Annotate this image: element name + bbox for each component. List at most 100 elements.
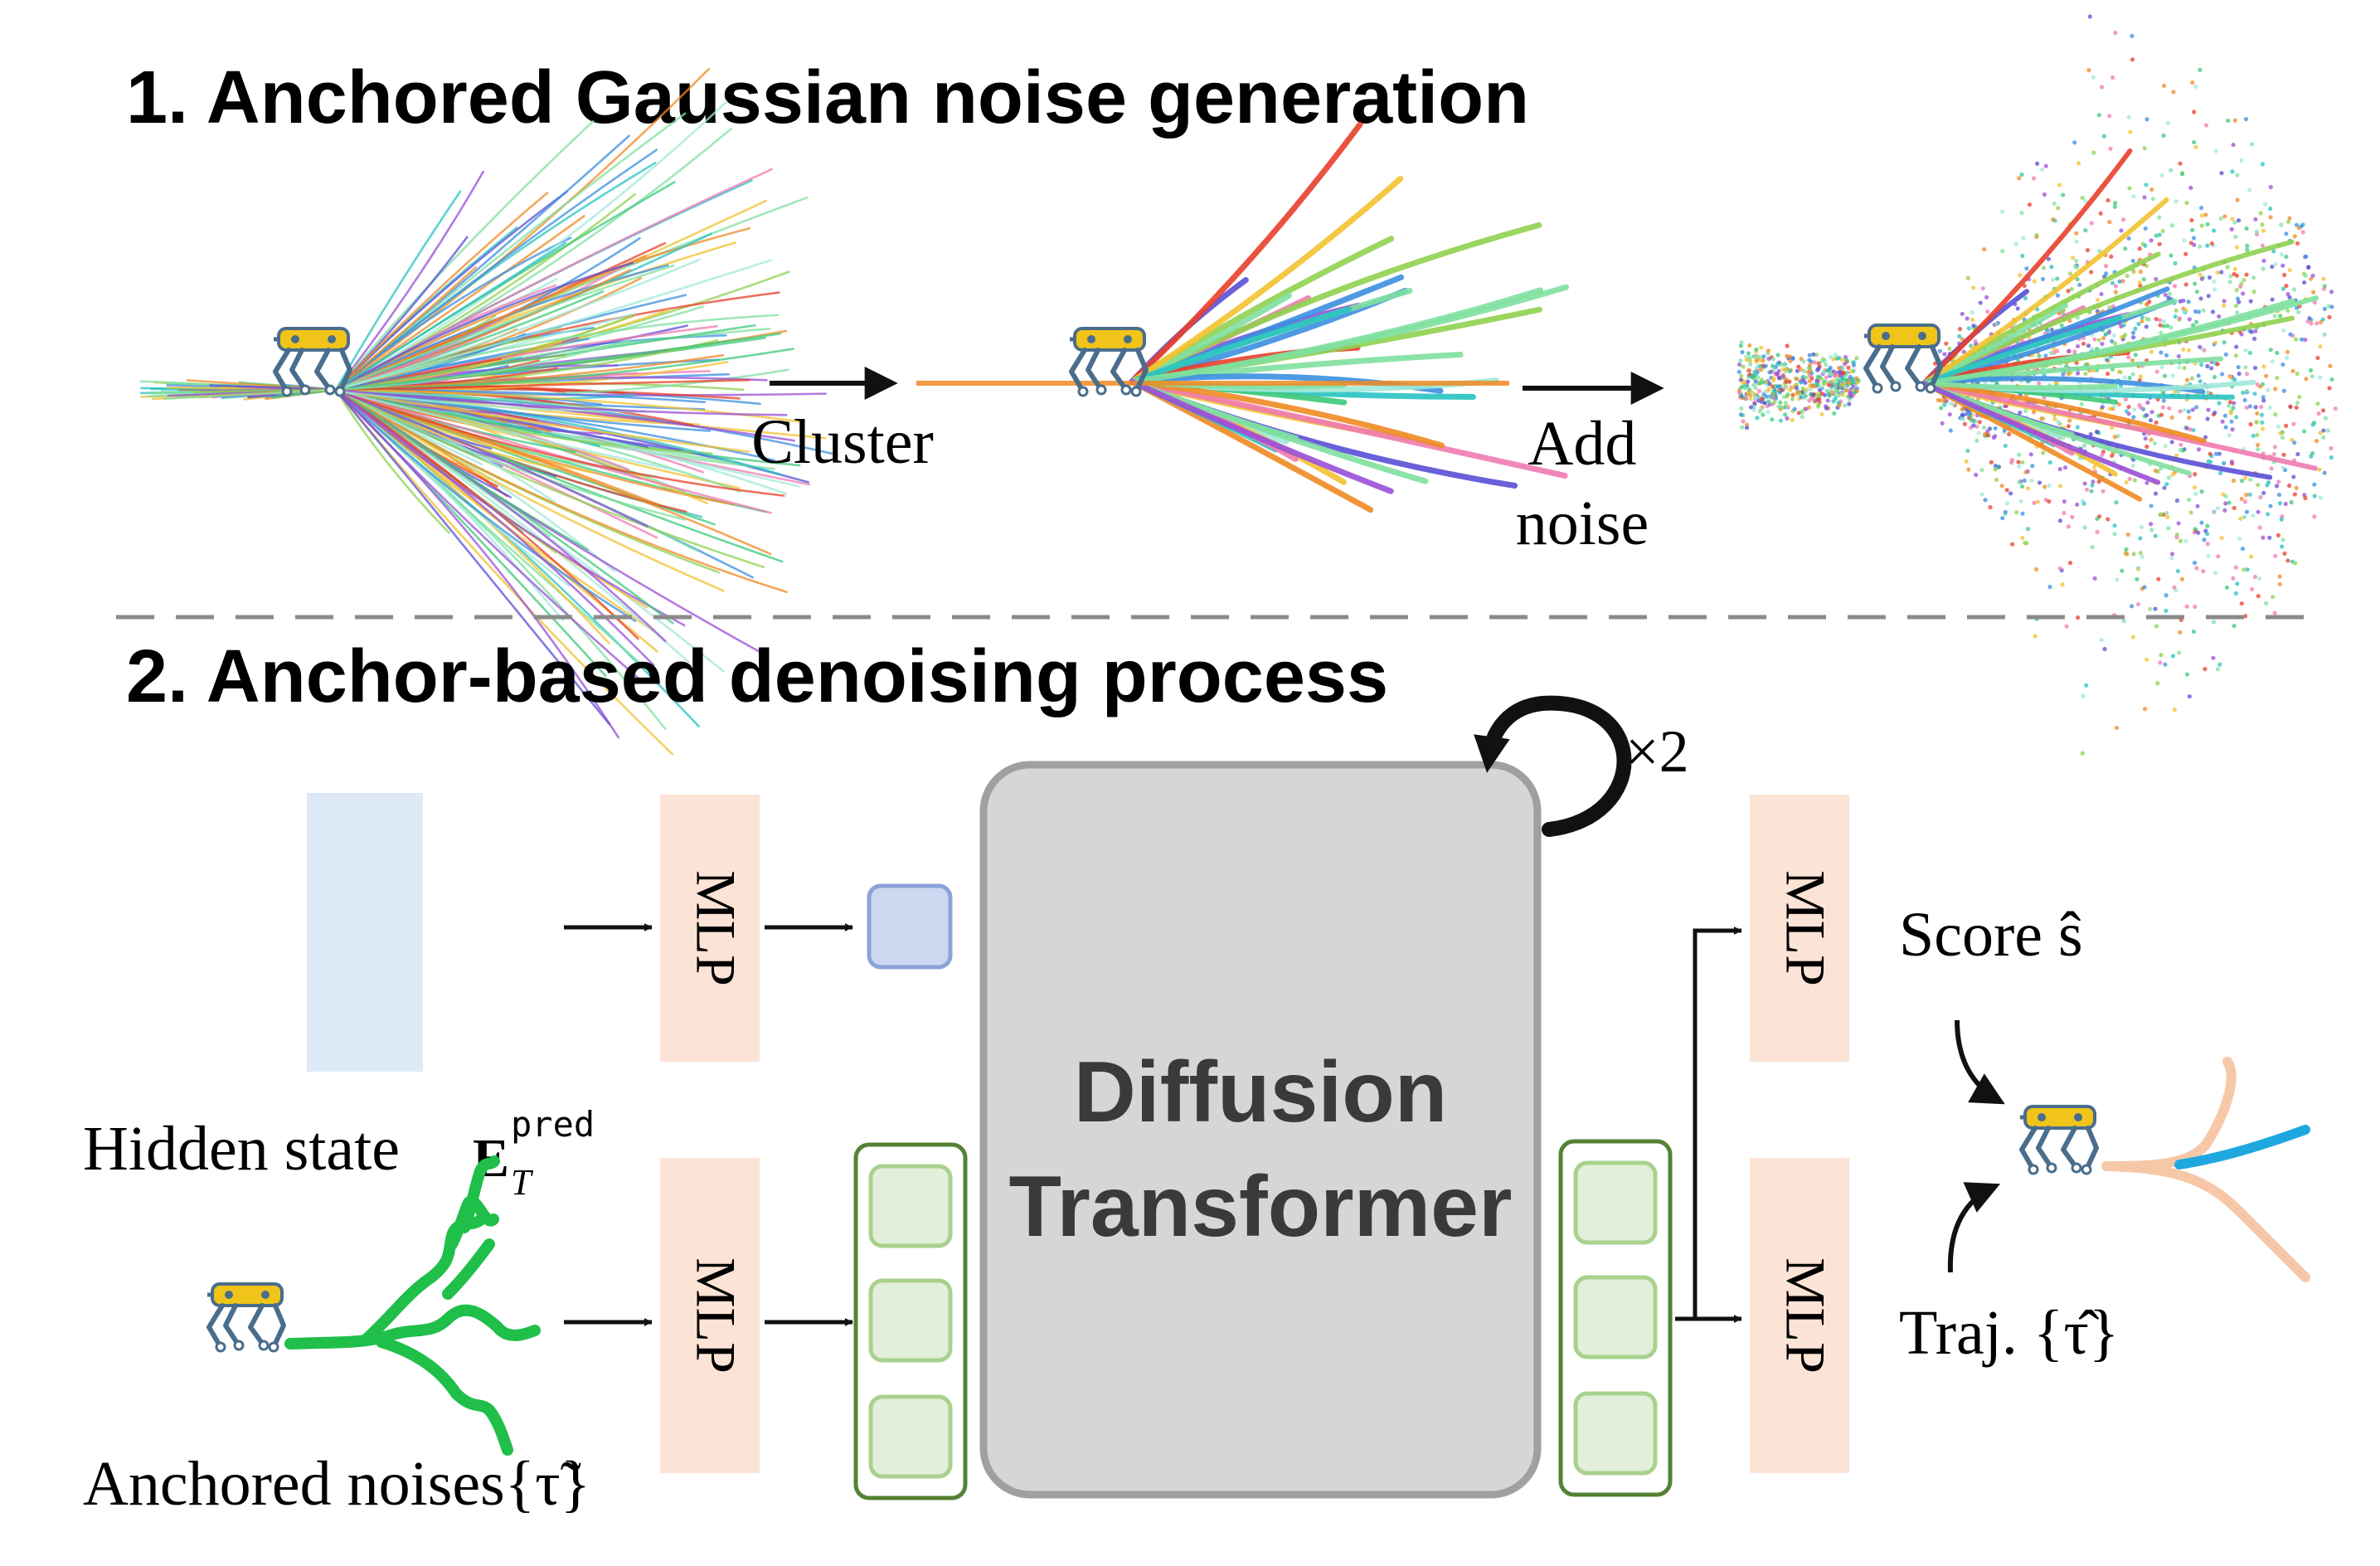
noise-point [1753,354,1758,360]
noise-point [2157,215,2162,220]
noise-point [2023,408,2028,413]
noise-point [2244,226,2249,231]
noise-point [2320,408,2326,413]
mlp-label: MLP [1774,1257,1837,1374]
noise-point [2112,341,2118,346]
noise-point [2267,405,2272,411]
noise-point [1982,246,1987,252]
input-token [868,1278,953,1363]
noise-point [2309,454,2314,459]
noise-point [2049,328,2054,333]
noise-point [2236,218,2242,223]
noise-point [2253,216,2258,222]
noise-point [2205,243,2210,248]
noise-point [2286,483,2292,489]
noise-point [2079,401,2084,406]
noise-point [2193,405,2199,410]
noise-point [1848,374,1853,380]
noise-point [2282,272,2287,278]
noise-point [2199,276,2204,281]
noise-point [2127,186,2132,191]
noise-point [2003,403,2008,409]
noise-point [2135,576,2140,581]
noise-point [2248,421,2253,427]
noise-point [2101,134,2106,139]
noise-point [2104,357,2110,362]
noise-point [2312,494,2317,498]
noise-point [1968,411,1973,416]
noise-point [2055,276,2060,281]
noise-point [1770,395,1775,400]
noise-point [2215,362,2220,367]
noise-point [2199,489,2204,494]
trajectory-line [1921,315,2123,386]
noise-point [1800,377,1805,382]
noise-point [2281,452,2286,457]
noise-point [2251,289,2256,294]
noise-point [2321,286,2326,291]
noise-point [2020,535,2025,541]
noise-point [2107,406,2112,411]
hidden-state-superscript: pred [511,1104,595,1145]
noise-point [2193,491,2198,497]
noise-point [2027,202,2033,207]
noise-point [2037,353,2042,358]
noise-point [2213,451,2218,456]
query-token [867,883,953,970]
trajectory-line [334,266,477,392]
noise-point [2193,604,2198,610]
noise-point [2203,435,2208,440]
traj-to-robot-arrow [1947,1182,2001,1273]
noise-point [2261,266,2266,271]
noise-point [2000,516,2005,521]
noise-point [2198,379,2203,384]
trajectory-line [334,388,687,521]
noise-point [2268,503,2273,508]
noise-point [1813,398,1818,403]
noise-point [2235,173,2240,178]
noise-point [2142,146,2147,151]
noise-point [2157,241,2162,246]
noise-point [2042,395,2047,400]
noise-point [2182,407,2187,413]
noise-point [2087,14,2092,19]
noise-point [1811,352,1816,357]
noise-point [2223,425,2228,430]
noise-point [2095,297,2101,303]
noise-point [2159,412,2164,417]
noise-point [1790,396,1795,401]
noise-point [2187,415,2192,421]
noise-point [2317,467,2322,472]
noise-point [2273,553,2278,558]
noise-point [1785,343,1790,348]
noise-point [1974,424,1979,429]
noise-point [2299,224,2304,229]
noise-point [2051,217,2056,222]
noise-point [2159,350,2164,355]
noise-point [2255,411,2260,416]
noise-point [2106,517,2110,522]
noise-point [2205,390,2211,395]
noise-point [2090,483,2095,488]
noise-point [2277,581,2282,586]
noise-point [2043,353,2048,358]
noise-point [1849,381,1854,386]
noise-point [1944,341,1949,346]
noise-point [2003,443,2008,449]
noise-point [2117,279,2122,284]
noise-point [1803,380,1808,386]
noise-point [2194,289,2200,294]
noise-point [2251,433,2256,439]
noise-point [2188,185,2193,190]
trajectory-line [1129,306,1353,385]
noise-point [1819,411,1824,417]
noise-point [2074,258,2079,263]
noise-point [2004,488,2009,493]
noise-point [1746,368,1751,373]
noise-point [2194,566,2199,571]
noise-point [1766,387,1771,392]
noise-point [1778,400,1783,405]
noise-point [2193,84,2198,89]
noise-point [2034,161,2040,166]
noise-point [2159,330,2164,335]
